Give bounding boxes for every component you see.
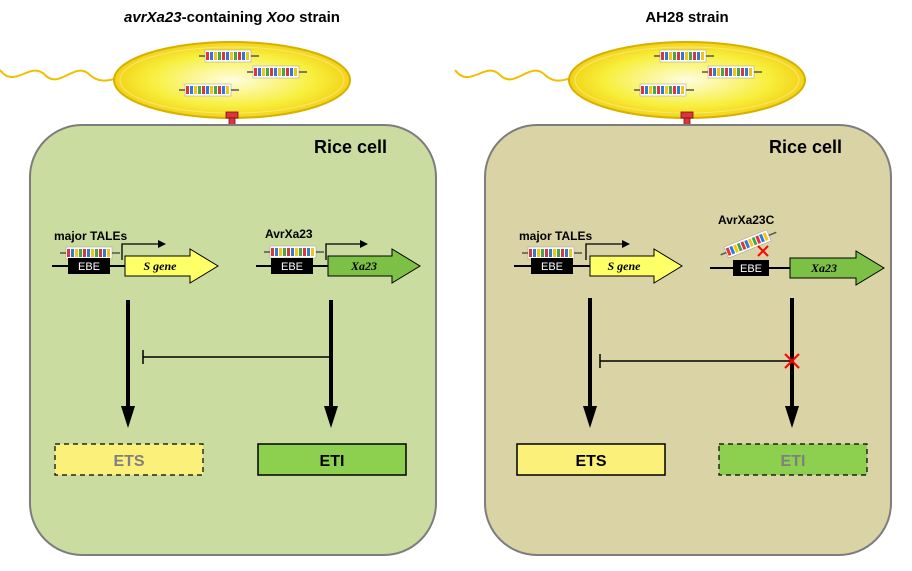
rice-cell-label: Rice cell [314, 137, 387, 157]
eti-pathway-arrow [324, 300, 338, 428]
svg-text:EBE: EBE [541, 261, 563, 273]
ebe-box [531, 258, 573, 274]
svg-text:EBE: EBE [78, 261, 100, 273]
rice-cell-label: Rice cell [769, 137, 842, 157]
svg-text:EBE: EBE [740, 263, 762, 275]
left-panel: avrXa23-containing Xoo strain Rice cell … [0, 9, 437, 556]
transcription-start-arrow [585, 243, 624, 260]
tale-protein-icon [263, 245, 325, 259]
ets-box [54, 443, 204, 476]
eti-box [257, 443, 407, 476]
rice-cell [29, 124, 437, 556]
svg-text:Xa23: Xa23 [810, 261, 837, 275]
right-panel: AH28 strain Rice cell major TALEs EBE S … [454, 9, 892, 556]
tale-label-major: major TALEs [54, 229, 127, 243]
tale-protein-icon [246, 65, 308, 79]
eti-box [718, 443, 868, 476]
transcription-start-arrow [325, 243, 362, 260]
inhibition-line [142, 350, 331, 364]
transcription-start-arrow [121, 243, 160, 260]
tale-label-avrxa23: AvrXa23 [265, 227, 313, 241]
ets-pathway-arrow [121, 300, 135, 428]
tale-protein-icon [178, 83, 240, 97]
binding-blocked-mark [757, 245, 769, 257]
tale-protein-icon [701, 65, 763, 79]
ets-label: ETS [575, 453, 606, 470]
tale-label-major: major TALEs [519, 229, 592, 243]
eti-label: ETI [781, 453, 806, 470]
s-gene-arrow [589, 248, 683, 284]
svg-text:EBE: EBE [281, 261, 303, 273]
ets-label: ETS [113, 453, 144, 470]
xa23-gene-arrow [789, 250, 885, 286]
rice-cell [484, 124, 892, 556]
eti-pathway-arrow [785, 298, 799, 428]
tale-protein-icon [198, 49, 260, 63]
inhibition-line [599, 354, 792, 368]
ebe-box [68, 258, 110, 274]
ets-box [516, 443, 666, 476]
svg-text:S gene: S gene [608, 259, 642, 273]
tale-label-avrxa23c: AvrXa23C [718, 213, 775, 227]
flagellum [0, 69, 119, 82]
svg-text:Xa23: Xa23 [350, 259, 377, 273]
ets-pathway-arrow [583, 298, 597, 428]
right-panel-title: AH28 strain [645, 9, 728, 26]
svg-text:S gene: S gene [144, 259, 178, 273]
tale-protein-icon [653, 49, 715, 63]
tale-protein-icon [59, 246, 121, 260]
tale-protein-icon [521, 246, 583, 260]
eti-label: ETI [320, 453, 345, 470]
ebe-box [271, 258, 313, 274]
s-gene-arrow [124, 248, 219, 284]
inhibition-blocked-mark [784, 353, 800, 369]
xa23-gene-arrow [327, 248, 421, 284]
tale-protein-icon [633, 83, 695, 97]
left-panel-title: avrXa23-containing Xoo strain [124, 9, 340, 26]
flagellum [454, 69, 573, 82]
ebe-box [733, 260, 769, 276]
